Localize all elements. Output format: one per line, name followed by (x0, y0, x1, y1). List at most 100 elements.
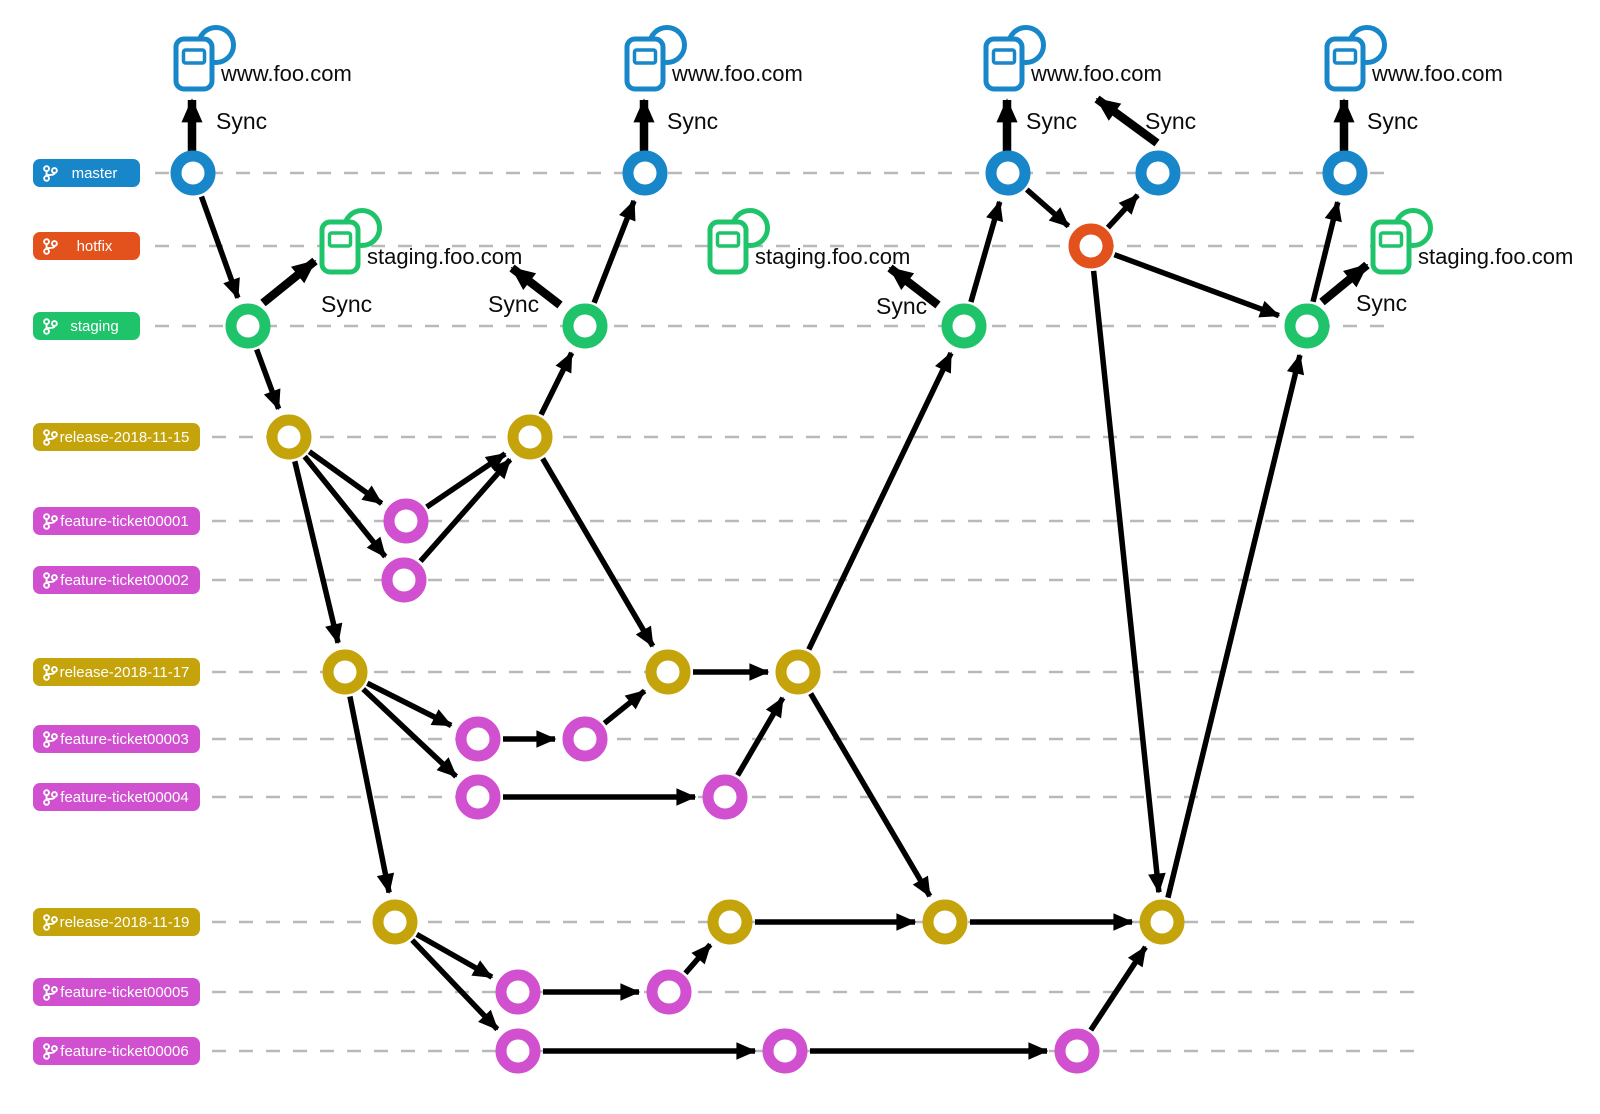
git-branch-icon (42, 913, 59, 931)
commit-node-f4b (702, 774, 748, 820)
branch-label-text: feature-ticket00002 (60, 571, 189, 589)
server-slot-icon (1378, 231, 1404, 248)
commit-arrow-r15a-r17a (292, 460, 343, 645)
commit-arrow-h1-m4 (1105, 193, 1140, 230)
branch-label-master: master (33, 159, 140, 187)
commit-arrow-r15a-f2a (302, 454, 388, 559)
commit-node-f3a (455, 716, 501, 762)
branch-label-text: feature-ticket00006 (60, 1042, 189, 1060)
branch-label-release-2018-11-19: release-2018-11-19 (33, 908, 200, 936)
commit-node-f5b (646, 969, 692, 1015)
git-branch-icon (42, 1042, 59, 1060)
sync-label: Sync (1367, 108, 1418, 134)
commit-arrow-r19a-f5a (415, 931, 494, 980)
commit-arrow-r15b-s2 (538, 351, 575, 416)
sync-label: Sync (1026, 108, 1077, 134)
commit-node-s2 (562, 303, 608, 349)
commit-node-r15a (266, 414, 312, 460)
branch-label-text: release-2018-11-17 (59, 663, 190, 681)
commit-node-r17a (322, 649, 368, 695)
commit-node-r19a (372, 899, 418, 945)
commit-arrow-f4b-r17c (735, 696, 786, 777)
server-domain-label: www.foo.com (220, 61, 352, 86)
commit-arrow-m1-s1 (198, 195, 241, 300)
commit-node-m5 (1322, 150, 1368, 196)
git-branch-icon (42, 164, 59, 182)
server-icon-www (983, 25, 1046, 92)
branch-label-text: feature-ticket00003 (60, 730, 189, 748)
branch-label-feature-ticket00006: feature-ticket00006 (33, 1037, 200, 1065)
server-icon-www (624, 25, 687, 92)
commit-arrow-f2a-r15b (418, 457, 513, 564)
sync-label: Sync (667, 108, 718, 134)
sync-label: Sync (876, 293, 927, 319)
commit-arrow-r17a-f4a (361, 687, 459, 779)
server-domain-label: www.foo.com (1371, 61, 1503, 86)
branch-label-text: hotfix (76, 237, 113, 255)
commit-arrow-s4-m5 (1310, 200, 1342, 303)
branch-label-text: release-2018-11-15 (59, 428, 190, 446)
commit-node-f4a (455, 774, 501, 820)
commit-node-m1 (170, 150, 216, 196)
sync-arrow (260, 257, 318, 307)
sync-arrow (887, 264, 941, 309)
git-branch-icon (42, 788, 59, 806)
commit-node-m2 (622, 150, 668, 196)
server-icon-www (1324, 25, 1387, 92)
commit-arrow-h1-r19d (1090, 270, 1166, 894)
branch-label-release-2018-11-15: release-2018-11-15 (33, 423, 200, 451)
commit-arrow-f6c-r19d (1088, 945, 1148, 1032)
commit-node-s1 (225, 303, 271, 349)
branch-label-feature-ticket00001: feature-ticket00001 (33, 507, 200, 535)
commit-arrow-f5b-r19b (683, 942, 713, 975)
git-branch-icon (42, 512, 59, 530)
sync-label: Sync (1145, 108, 1196, 134)
commit-node-s3 (941, 303, 987, 349)
server-domain-label: staging.foo.com (755, 244, 910, 269)
sync-label: Sync (1356, 290, 1407, 316)
commit-arrow-r17c-r19c (808, 692, 933, 898)
commit-node-r17b (645, 649, 691, 695)
commit-arrow-r19d-s4 (1165, 353, 1305, 899)
server-slot-icon (632, 48, 658, 65)
git-branch-icon (42, 237, 59, 255)
server-domain-label: www.foo.com (671, 61, 803, 86)
git-branch-icon (42, 317, 59, 335)
branch-label-feature-ticket00005: feature-ticket00005 (33, 978, 200, 1006)
server-icon-staging (707, 208, 770, 275)
commit-arrow-r15b-r17b (540, 457, 656, 648)
commit-arrow-s1-r15a (254, 348, 282, 411)
commit-node-r17c (775, 649, 821, 695)
git-branch-icon (42, 663, 59, 681)
commit-node-m4 (1135, 150, 1181, 196)
commit-node-h1 (1068, 223, 1114, 269)
branch-label-text: feature-ticket00001 (60, 512, 189, 530)
server-slot-icon (327, 231, 353, 248)
commit-node-r19c (922, 899, 968, 945)
sync-label: Sync (321, 291, 372, 317)
branch-label-text: release-2018-11-19 (59, 913, 190, 931)
branch-label-text: feature-ticket00005 (60, 983, 189, 1001)
branch-label-hotfix: hotfix (33, 232, 140, 260)
server-slot-icon (991, 48, 1017, 65)
branch-label-text: staging (70, 317, 119, 335)
server-domain-label: staging.foo.com (1418, 244, 1573, 269)
commit-arrow-r17c-s3 (806, 351, 954, 651)
sync-arrow (1094, 95, 1160, 147)
commit-arrow-f3b-r17b (602, 688, 647, 726)
server-icon-staging (319, 208, 382, 275)
git-branch-icon (42, 428, 59, 446)
commit-arrow-r15a-f1a (307, 449, 384, 506)
branch-label-staging: staging (33, 312, 140, 340)
branch-label-text: feature-ticket00004 (60, 788, 189, 806)
commit-node-f5a (495, 969, 541, 1015)
branch-label-feature-ticket00003: feature-ticket00003 (33, 725, 200, 753)
server-slot-icon (715, 231, 741, 248)
sync-label: Sync (488, 291, 539, 317)
server-domain-label: staging.foo.com (367, 244, 522, 269)
commit-arrow-r17a-f3a (366, 680, 453, 728)
commit-node-f1a (383, 498, 429, 544)
commit-node-f2a (381, 557, 427, 603)
commit-node-f6a (495, 1028, 541, 1074)
